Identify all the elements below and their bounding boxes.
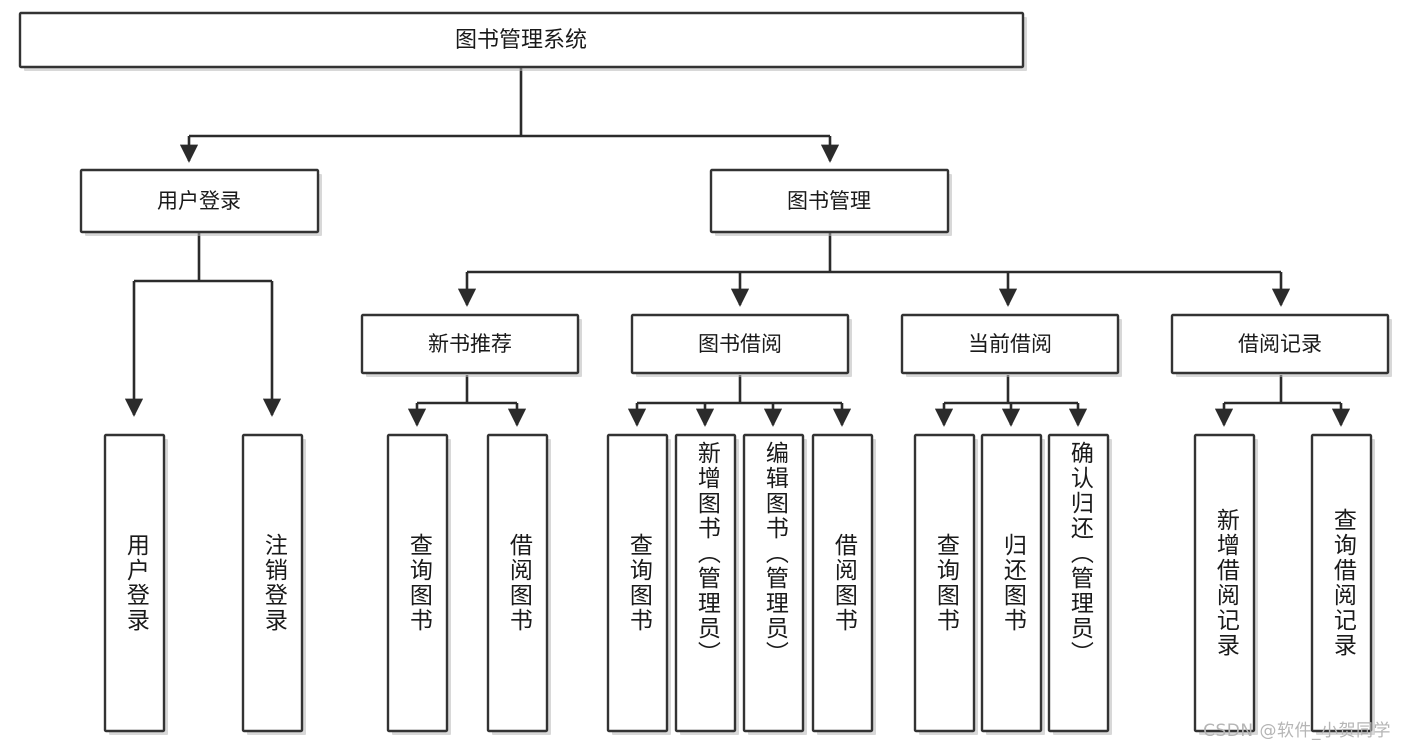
connector-group-root (179, 67, 840, 163)
node-book-borrow-label: 图书借阅 (698, 332, 782, 356)
connector-group-book-mgmt (457, 232, 1291, 307)
leaf-borrow-record-2[interactable] (1310, 433, 1375, 735)
node-current-borrow-label: 当前借阅 (968, 332, 1052, 356)
leaf-user-login-2[interactable] (241, 433, 306, 735)
leaf-book-borrow-4[interactable] (811, 433, 876, 735)
leaf-book-borrow-1[interactable] (606, 433, 671, 735)
node-book-management[interactable]: 图书管理 (709, 168, 952, 236)
node-borrow-record-label: 借阅记录 (1238, 332, 1322, 356)
node-user-login-label: 用户登录 (157, 189, 241, 213)
node-book-management-label: 图书管理 (787, 189, 871, 213)
node-root-system-label: 图书管理系统 (455, 28, 587, 53)
leaf-new-book-1[interactable] (386, 433, 451, 735)
leaf-borrow-record-1[interactable] (1193, 433, 1258, 735)
node-new-book-recommend-label: 新书推荐 (428, 332, 512, 356)
connector-group-borrow-record (1214, 375, 1351, 427)
csdn-watermark: CSDN @软件_小贺同学 (1203, 721, 1391, 741)
leaf-book-borrow-3[interactable] (742, 433, 807, 735)
node-new-book-recommend[interactable]: 新书推荐 (360, 313, 582, 377)
leaf-current-borrow-2[interactable] (980, 433, 1045, 735)
node-root-system[interactable]: 图书管理系统 (18, 11, 1027, 71)
leaf-current-borrow-1[interactable] (913, 433, 978, 735)
connector-group-user-login (124, 232, 282, 417)
connector-group-book-borrow (627, 375, 852, 427)
leaf-user-login-1[interactable] (103, 433, 168, 735)
node-book-borrow[interactable]: 图书借阅 (630, 313, 852, 377)
node-user-login[interactable]: 用户登录 (79, 168, 322, 236)
node-current-borrow[interactable]: 当前借阅 (900, 313, 1122, 377)
leaf-new-book-2[interactable] (486, 433, 551, 735)
leaf-book-borrow-2[interactable] (674, 433, 739, 735)
connector-group-new-book (407, 375, 527, 427)
leaf-current-borrow-3[interactable] (1047, 433, 1112, 735)
connector-group-current-borrow (934, 375, 1088, 427)
node-borrow-record[interactable]: 借阅记录 (1170, 313, 1392, 377)
